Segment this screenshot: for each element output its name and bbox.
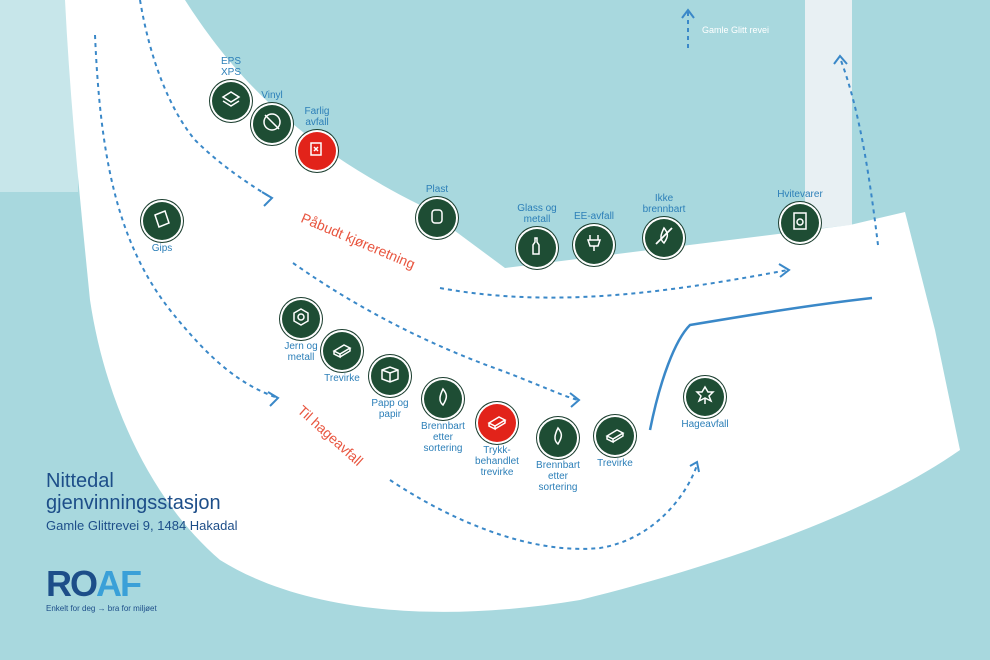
route-upper-right: [439, 269, 789, 299]
arrowhead-2: [267, 391, 280, 407]
station-ikke-button[interactable]: [645, 219, 683, 257]
yard-area: [65, 0, 960, 612]
plug-icon: [582, 231, 606, 260]
route-lower: [389, 464, 698, 550]
treated-wood-icon: [485, 409, 509, 438]
arrowhead-4: [778, 263, 791, 278]
arrowhead-1: [261, 191, 274, 207]
station-trevirke1-label: Trevirke: [324, 373, 360, 384]
route-entry-upper: [139, 0, 273, 199]
retaining-wall: [648, 296, 873, 431]
box-icon: [378, 362, 402, 391]
address: Gamle Glittrevei 9, 1484 Hakadal: [46, 518, 238, 533]
fire-icon: [546, 424, 570, 453]
nut-icon: [289, 305, 313, 334]
station-eps-button[interactable]: [212, 82, 250, 120]
station-plast-label: Plast: [425, 184, 449, 195]
station-farlig-label: Farlig avfall: [304, 106, 330, 128]
gips-icon: [150, 207, 174, 236]
route-exit-right: [839, 57, 879, 246]
arrowhead-6: [833, 54, 848, 65]
station-gips-label: Gips: [151, 243, 173, 254]
station-jern-label: Jern og metall: [284, 341, 318, 363]
arrowhead-3: [569, 392, 581, 408]
road-label: Gamle Glitt revei: [702, 25, 770, 35]
station-hvite-button[interactable]: [781, 204, 819, 242]
station-eps-label: EPS XPS: [220, 56, 242, 78]
station-ee-button[interactable]: [575, 226, 613, 264]
no-fire-icon: [652, 224, 676, 253]
station-jern-button[interactable]: [282, 300, 320, 338]
vinyl-icon: [260, 110, 284, 139]
station-hage-label: Hageavfall: [681, 419, 729, 430]
station-trevirke2-button[interactable]: [596, 417, 634, 455]
fire-icon: [431, 385, 455, 414]
station-glass-button[interactable]: [518, 229, 556, 267]
arrowhead-5: [689, 460, 700, 473]
arrowhead-7: [681, 8, 695, 19]
station-trevirke1-button[interactable]: [323, 332, 361, 370]
roaf-logo: ROAF Enkelt for deg → bra for miljøet: [46, 563, 157, 614]
leaf-icon: [693, 383, 717, 412]
station-vinyl-button[interactable]: [253, 105, 291, 143]
station-vinyl-label: Vinyl: [261, 90, 283, 101]
station-brennbart2-label: Brennbart etter sortering: [536, 460, 580, 493]
station-brennbart1-label: Brennbart etter sortering: [421, 421, 465, 454]
station-papp-button[interactable]: [371, 357, 409, 395]
station-glass-label: Glass og metall: [517, 203, 557, 225]
station-brennbart2-button[interactable]: [539, 419, 577, 457]
bottle-icon: [525, 234, 549, 263]
station-hage-button[interactable]: [686, 378, 724, 416]
station-ee-label: EE-avfall: [573, 211, 615, 222]
wood-icon: [603, 422, 627, 451]
plastic-icon: [425, 204, 449, 233]
appliance-icon: [788, 209, 812, 238]
station-papp-label: Papp og papir: [371, 398, 409, 420]
station-trykk-label: Trykk- behandlet trevirke: [475, 445, 519, 478]
station-hvite-label: Hvitevarer: [777, 189, 823, 200]
station-trevirke2-label: Trevirke: [597, 458, 633, 469]
station-farlig-button[interactable]: [298, 132, 336, 170]
eps-icon: [219, 87, 243, 116]
station-gips-button[interactable]: [143, 202, 181, 240]
page-title: Nittedal gjenvinningsstasjon: [46, 470, 221, 514]
grass-area-left: [0, 0, 78, 192]
station-brennbart1-button[interactable]: [424, 380, 462, 418]
hazard-icon: [305, 137, 329, 166]
station-trykk-button[interactable]: [478, 404, 516, 442]
station-ikke-label: Ikke brennbart: [642, 193, 686, 215]
wood-icon: [330, 337, 354, 366]
station-plast-button[interactable]: [418, 199, 456, 237]
